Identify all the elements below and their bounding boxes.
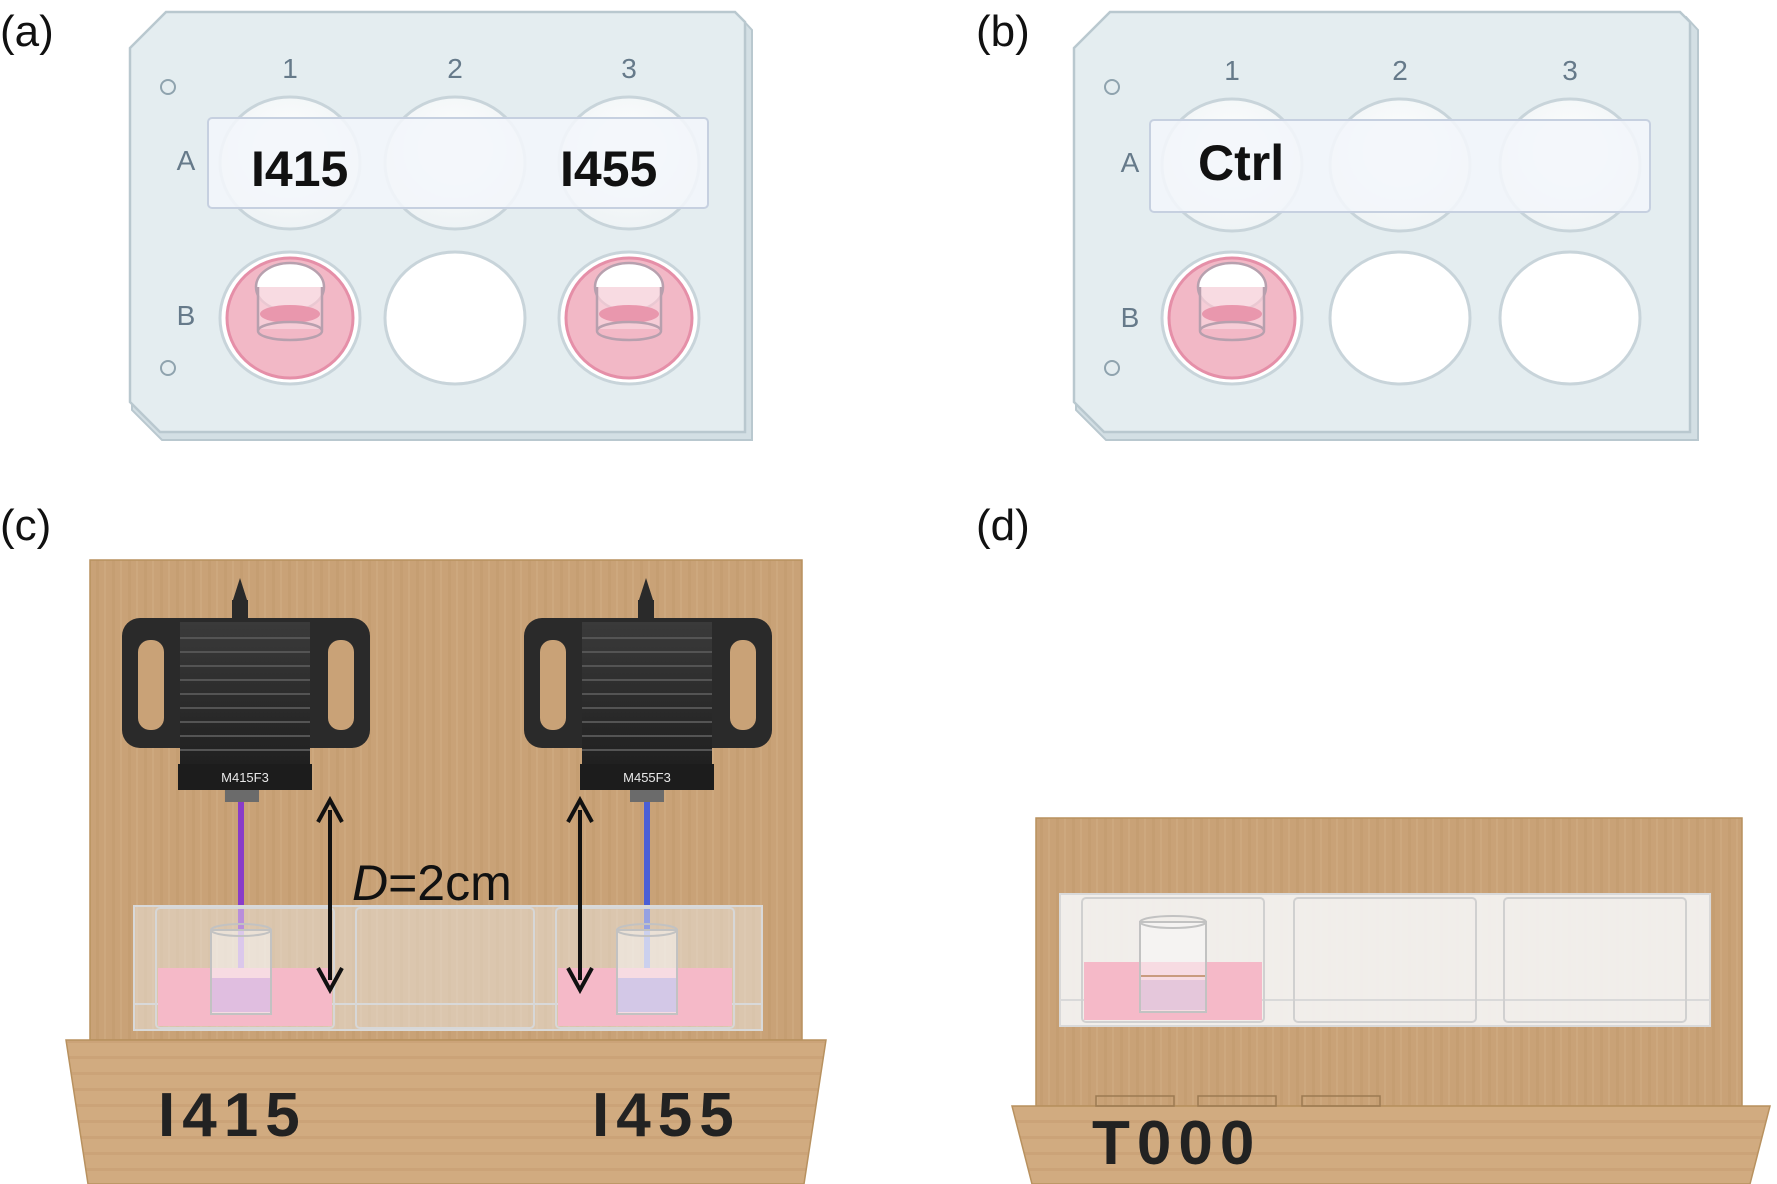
- row-label-A: A: [177, 145, 196, 176]
- well-B2: [383, 250, 527, 386]
- led-module-icon: M455F3: [524, 578, 772, 982]
- column-label-3: 3: [621, 53, 637, 84]
- well-plate-a: 1 2 3 A B I415 I455: [128, 10, 753, 441]
- box-label-right: I455: [592, 1081, 741, 1150]
- row-label-A: A: [1121, 147, 1140, 178]
- label-strip-b: [1149, 119, 1651, 213]
- box-label-left: I415: [158, 1081, 307, 1150]
- culture-insert-icon: [593, 261, 665, 342]
- culture-insert-icon: [616, 923, 678, 1015]
- double-arrow-icon: [316, 795, 344, 995]
- distance-label: D=2cm: [352, 855, 512, 911]
- strip-label-right: I455: [560, 141, 657, 197]
- distance-symbol: D: [352, 855, 388, 911]
- led-module-icon: M415F3: [122, 578, 370, 982]
- panel-b: (b) 1 2 3 A B Ctrl: [976, 7, 1699, 441]
- double-arrow-icon: [566, 795, 594, 995]
- row-label-B: B: [177, 300, 196, 331]
- culture-insert-icon: [210, 923, 272, 1015]
- panel-a-tag: (a): [0, 7, 54, 56]
- panel-c: (c) M415F3: [0, 501, 827, 1184]
- column-label-2: 2: [447, 53, 463, 84]
- cardboard-front-c: [65, 1039, 827, 1184]
- panel-a: (a) 1 2 3 A B I415 I455: [0, 7, 753, 441]
- plate-side-view-c: [133, 905, 763, 1031]
- column-label-3: 3: [1562, 55, 1578, 86]
- distance-value: =2cm: [388, 855, 512, 911]
- beam-415: [238, 802, 244, 977]
- column-label-1: 1: [1224, 55, 1240, 86]
- well-B3: [1498, 250, 1642, 386]
- culture-insert-icon: [1139, 915, 1207, 1013]
- label-strip-a: [207, 117, 709, 209]
- well-B1: [1160, 250, 1304, 386]
- well-plate-b: 1 2 3 A B Ctrl: [1072, 10, 1699, 441]
- beam-455: [644, 802, 650, 977]
- well-B1: [218, 250, 362, 386]
- row-label-B: B: [1121, 302, 1140, 333]
- strip-label-left: I415: [251, 141, 348, 197]
- column-label-2: 2: [1392, 55, 1408, 86]
- panel-b-tag: (b): [976, 7, 1030, 56]
- module-label-right: M455F3: [623, 770, 671, 785]
- well-B2: [1328, 250, 1472, 386]
- strip-label-ctrl: Ctrl: [1198, 135, 1284, 191]
- culture-insert-icon: [1196, 261, 1268, 342]
- panel-c-tag: (c): [0, 501, 51, 550]
- cardboard-front-d: [1011, 1105, 1771, 1184]
- panel-d-tag: (d): [976, 501, 1030, 550]
- well-B3: [557, 250, 701, 386]
- module-label-left: M415F3: [221, 770, 269, 785]
- panel-d: (d) T000: [976, 501, 1771, 1184]
- column-label-1: 1: [282, 53, 298, 84]
- plate-side-view-d: [1059, 893, 1711, 1027]
- box-label: T000: [1092, 1109, 1261, 1178]
- culture-insert-icon: [254, 261, 326, 342]
